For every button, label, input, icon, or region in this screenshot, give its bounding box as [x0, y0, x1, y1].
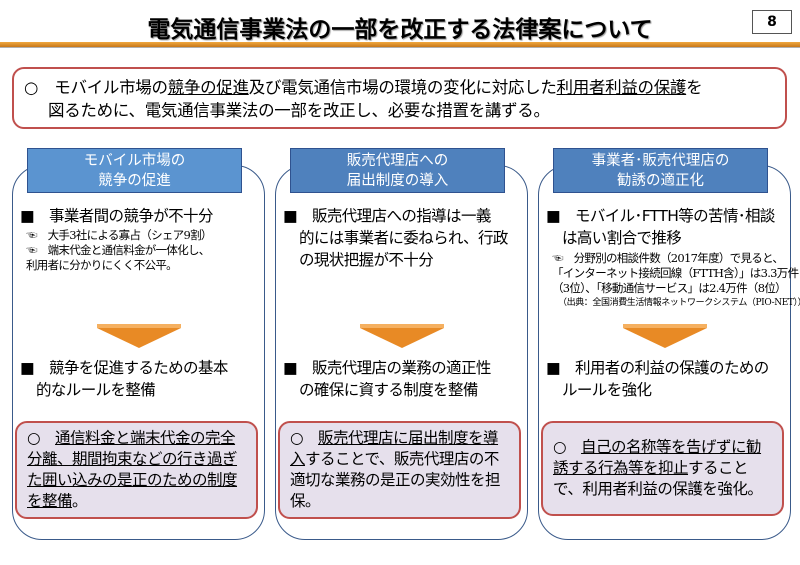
text-segment: することで、利用者利益の保護を強化。	[553, 459, 763, 498]
down-arrow-icon	[360, 328, 444, 348]
text-segment: ○	[553, 438, 582, 456]
column-header-line: 販売代理店への	[346, 153, 449, 169]
measure-line: 的なルールを整備	[36, 381, 156, 399]
summary-box: ○ モバイル市場の競争の促進及び電気通信市場の環境の変化に対応した利用者利益の保…	[12, 67, 787, 129]
issue-line: 的には事業者に委ねられ、行政	[299, 229, 508, 247]
issue-line: ■ 事業者間の競争が不十分	[20, 207, 213, 225]
text-segment: 。	[72, 492, 88, 510]
text-segment: 及び電気通信市場の環境の変化に対応した	[248, 78, 557, 97]
column-header: モバイル市場の競争の促進	[27, 148, 242, 193]
note-line: 利用者に分かりにくく不公平。	[26, 258, 178, 272]
arrow-top	[623, 324, 707, 328]
issue-line: は高い割合で推移	[562, 229, 682, 247]
text-segment: 通信料金と端末代金の完全分離、期間拘束などの行き過ぎた囲い込みの是正のための制度…	[27, 429, 238, 510]
notes: ☜ 大手3社による寡占（シェア9割）☜ 端末代金と通信料金が一体化し、利用者に分…	[22, 228, 212, 273]
note-line: ☜ 端末代金と通信料金が一体化し、	[26, 243, 210, 257]
text-segment: 自己の名称等を告げずに勧誘する行為等を抑止	[553, 438, 762, 477]
notes: ☜ 分野別の相談件数（2017年度）で見ると、「インターネット接続回線（FTTH…	[548, 251, 800, 311]
note-line: ☜ 大手3社による寡占（シェア9割）	[26, 228, 212, 242]
text-segment: ○ モバイル市場の	[24, 78, 168, 97]
source-note: （出典：全国消費生活情報ネットワークシステム（PIO-NET））	[558, 298, 800, 308]
column-header-line: 勧誘の適正化	[617, 173, 704, 189]
note-line: ☜ 分野別の相談件数（2017年度）で見ると、	[552, 251, 784, 265]
text-segment: ○	[27, 429, 56, 447]
column-header: 事業者･販売代理店の勧誘の適正化	[553, 148, 768, 193]
measure-line: ルールを強化	[562, 381, 652, 399]
measure-text: ■ 競争を促進するための基本的なルールを整備	[20, 357, 228, 401]
issue-text: ■ モバイル･FTTH等の苦情･相談は高い割合で推移	[546, 205, 775, 249]
column-header-line: 競争の促進	[98, 173, 171, 189]
measure-line: ■ 利用者の利益の保護のための	[546, 359, 769, 377]
measure-text: ■ 販売代理店の業務の適正性の確保に資する制度を整備	[283, 357, 491, 401]
page-title: 電気通信事業法の一部を改正する法律案について	[147, 17, 653, 43]
summary-line-1: ○ モバイル市場の競争の促進及び電気通信市場の環境の変化に対応した利用者利益の保…	[24, 76, 775, 99]
measure-line: ■ 販売代理店の業務の適正性	[283, 359, 491, 377]
text-segment: ○	[290, 429, 319, 447]
text-segment: を	[686, 78, 703, 97]
measure-line: の確保に資する制度を整備	[299, 381, 478, 399]
column-header-line: 届出制度の導入	[346, 173, 449, 189]
note-line: 「インターネット接続回線（FTTH含）」は3.3万件	[552, 266, 799, 280]
issue-line: の現状把握が不十分	[299, 251, 434, 269]
down-arrow-icon	[97, 328, 181, 348]
text-segment: 販売代理店に届出制度を導入	[290, 429, 499, 468]
arrow-top	[360, 324, 444, 328]
summary-line-2: 図るために、電気通信事業法の一部を改正し、必要な措置を講ずる。	[48, 101, 550, 120]
text-segment: することで、販売代理店の不適切な業務の是正の実効性を担保。	[290, 450, 501, 510]
text-segment: 競争の促進	[167, 78, 249, 97]
arrow-top	[97, 324, 181, 328]
column-header: 販売代理店への届出制度の導入	[290, 148, 505, 193]
measure-line: ■ 競争を促進するための基本	[20, 359, 228, 377]
issue-line: ■ 販売代理店への指導は一義	[283, 207, 491, 225]
measure-text: ■ 利用者の利益の保護のためのルールを強化	[546, 357, 769, 401]
result-box: ○ 自己の名称等を告げずに勧誘する行為等を抑止することで、利用者利益の保護を強化…	[541, 421, 784, 516]
issue-text: ■ 販売代理店への指導は一義的には事業者に委ねられ、行政の現状把握が不十分	[283, 205, 508, 271]
column-header-line: 事業者･販売代理店の	[591, 153, 730, 169]
column-header-line: モバイル市場の	[83, 153, 186, 169]
result-box: ○ 通信料金と端末代金の完全分離、期間拘束などの行き過ぎた囲い込みの是正のための…	[15, 421, 258, 519]
issue-text: ■ 事業者間の競争が不十分	[20, 205, 213, 227]
text-segment: 利用者利益の保護	[556, 78, 687, 97]
result-box: ○ 販売代理店に届出制度を導入することで、販売代理店の不適切な業務の是正の実効性…	[278, 421, 521, 519]
issue-line: ■ モバイル･FTTH等の苦情･相談	[546, 207, 775, 225]
page-number: 8	[752, 10, 792, 34]
note-line: （3位）、「移動通信サービス」は2.4万件（8位）	[552, 281, 787, 295]
down-arrow-icon	[623, 328, 707, 348]
title-divider	[0, 42, 800, 48]
